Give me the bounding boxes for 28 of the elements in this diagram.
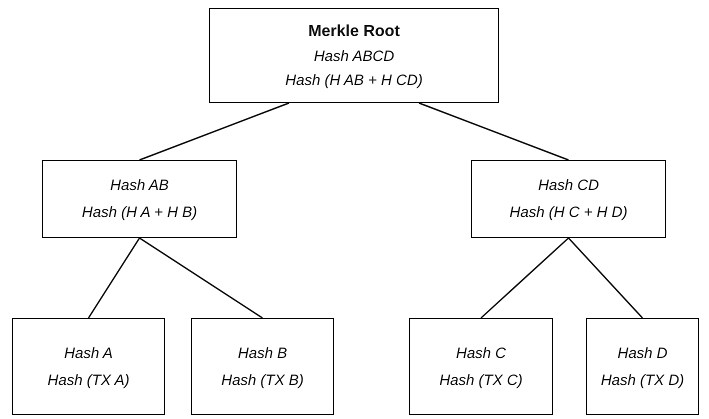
hash-box: [209, 8, 499, 103]
hash-label: Hash B: [238, 344, 288, 362]
hash-box: [12, 318, 165, 415]
hash-label: Hash A: [64, 344, 113, 362]
connector-line: [139, 102, 290, 161]
hash-label: Hash (TX D): [600, 372, 684, 388]
connector-line: [139, 237, 263, 319]
connector-line: [568, 238, 644, 318]
hash-label: Hash (H AB + H CD): [285, 72, 423, 88]
hash-label: Hash AB: [110, 177, 169, 194]
hash-box: [586, 318, 699, 415]
hash-label: Hash (TX C): [439, 372, 523, 388]
hash-label: Hash ABCD: [314, 48, 394, 64]
hash-label: Hash D: [617, 344, 668, 362]
hash-label: Hash (TX B): [221, 372, 304, 388]
connector-line: [88, 238, 140, 318]
connector-line: [480, 237, 569, 319]
hash-box: [409, 318, 553, 415]
hash-box: [471, 160, 666, 238]
connector-line: [418, 102, 569, 161]
hash-label: Hash (H C + H D): [510, 204, 628, 221]
box-heading: Merkle Root: [308, 22, 400, 40]
hash-label: Hash (H A + H B): [82, 204, 198, 221]
hash-label: Hash C: [456, 344, 506, 362]
hash-label: Hash CD: [538, 177, 599, 194]
hash-box: [42, 160, 237, 238]
hash-label: Hash (TX A): [48, 372, 130, 388]
hash-box: [191, 318, 334, 415]
